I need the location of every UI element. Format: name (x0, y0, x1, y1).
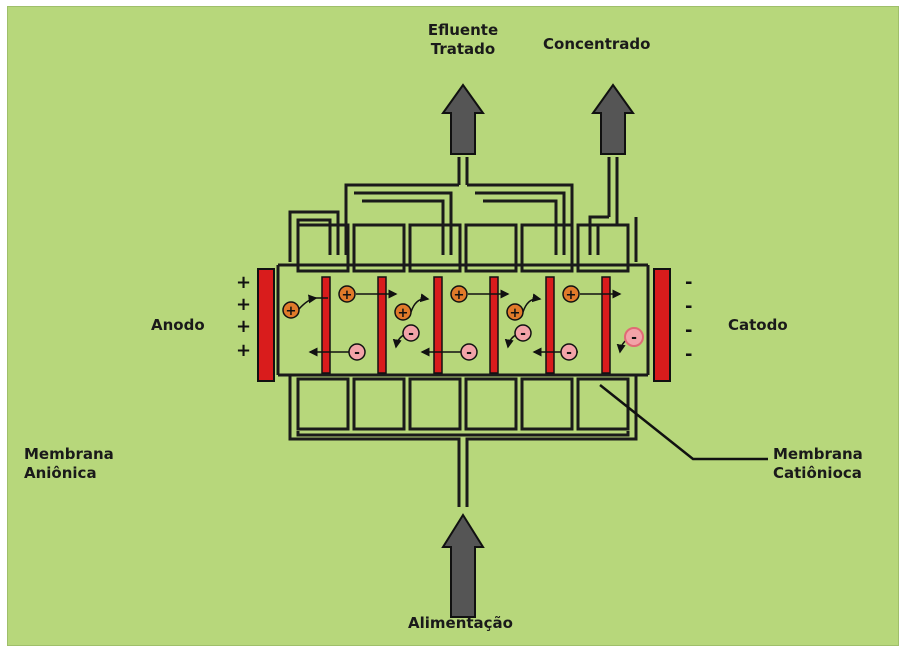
svg-text:-: - (631, 330, 637, 346)
anode-sign: + (236, 272, 252, 293)
piping (276, 157, 650, 507)
cathode-sign: - (685, 344, 693, 365)
cation-ion: + (282, 301, 300, 319)
diagram-background: + + + + + + - - - - - - Efluente Tratado… (7, 6, 899, 646)
membrane-6 (601, 276, 611, 374)
anode-sign: + (236, 316, 252, 337)
svg-text:+: + (566, 288, 577, 303)
anion-membrane-label: Membrana Aniônica (24, 445, 114, 482)
cathode-label: Catodo (728, 316, 788, 334)
membrane-5 (545, 276, 555, 374)
feed-inlet-arrow (441, 513, 485, 618)
membrane-3 (433, 276, 443, 374)
cation-ion: + (450, 285, 468, 303)
membrane-1 (321, 276, 331, 374)
svg-text:-: - (520, 326, 526, 342)
cation-ions: + + + + + + (282, 285, 580, 321)
treated-outlet-arrow (441, 83, 485, 155)
svg-text:-: - (408, 326, 414, 342)
svg-text:-: - (466, 345, 472, 361)
svg-text:+: + (398, 306, 409, 321)
cation-ion: + (506, 303, 524, 321)
cation-membrane-label: Membrana Catiônioca (773, 445, 863, 482)
membrane-2 (377, 276, 387, 374)
feed-label: Alimentação (408, 614, 513, 632)
cathode-sign: - (685, 272, 693, 293)
anode-sign: + (236, 340, 252, 361)
treated-effluent-label: Efluente Tratado (427, 21, 499, 58)
anion-ion: - (514, 324, 532, 342)
anion-ions: - - - - - - (348, 324, 644, 361)
cathode-sign: - (685, 296, 693, 317)
anode-sign: + (236, 294, 252, 315)
anode-label: Anodo (151, 316, 205, 334)
anion-ion: - (348, 343, 366, 361)
anion-ion: - (460, 343, 478, 361)
anode-electrode (257, 268, 275, 382)
svg-text:+: + (454, 288, 465, 303)
membrane-4 (489, 276, 499, 374)
electrodialysis-diagram: + + + + + + - - - - - - (257, 83, 768, 618)
cation-paths (298, 289, 622, 313)
svg-text:+: + (342, 288, 353, 303)
svg-text:-: - (354, 345, 360, 361)
svg-text:+: + (510, 306, 521, 321)
cathode-electrode (653, 268, 671, 382)
anion-ion: - (402, 324, 420, 342)
cation-ion: + (338, 285, 356, 303)
concentrate-outlet-arrow (591, 83, 635, 155)
cation-ion: + (394, 303, 412, 321)
cation-membrane-pointer (599, 384, 768, 461)
svg-text:+: + (286, 304, 297, 319)
concentrate-label: Concentrado (543, 35, 651, 53)
cation-ion: + (562, 285, 580, 303)
svg-text:-: - (566, 345, 572, 361)
cathode-sign: - (685, 320, 693, 341)
anion-ion: - (624, 327, 644, 347)
anion-ion: - (560, 343, 578, 361)
